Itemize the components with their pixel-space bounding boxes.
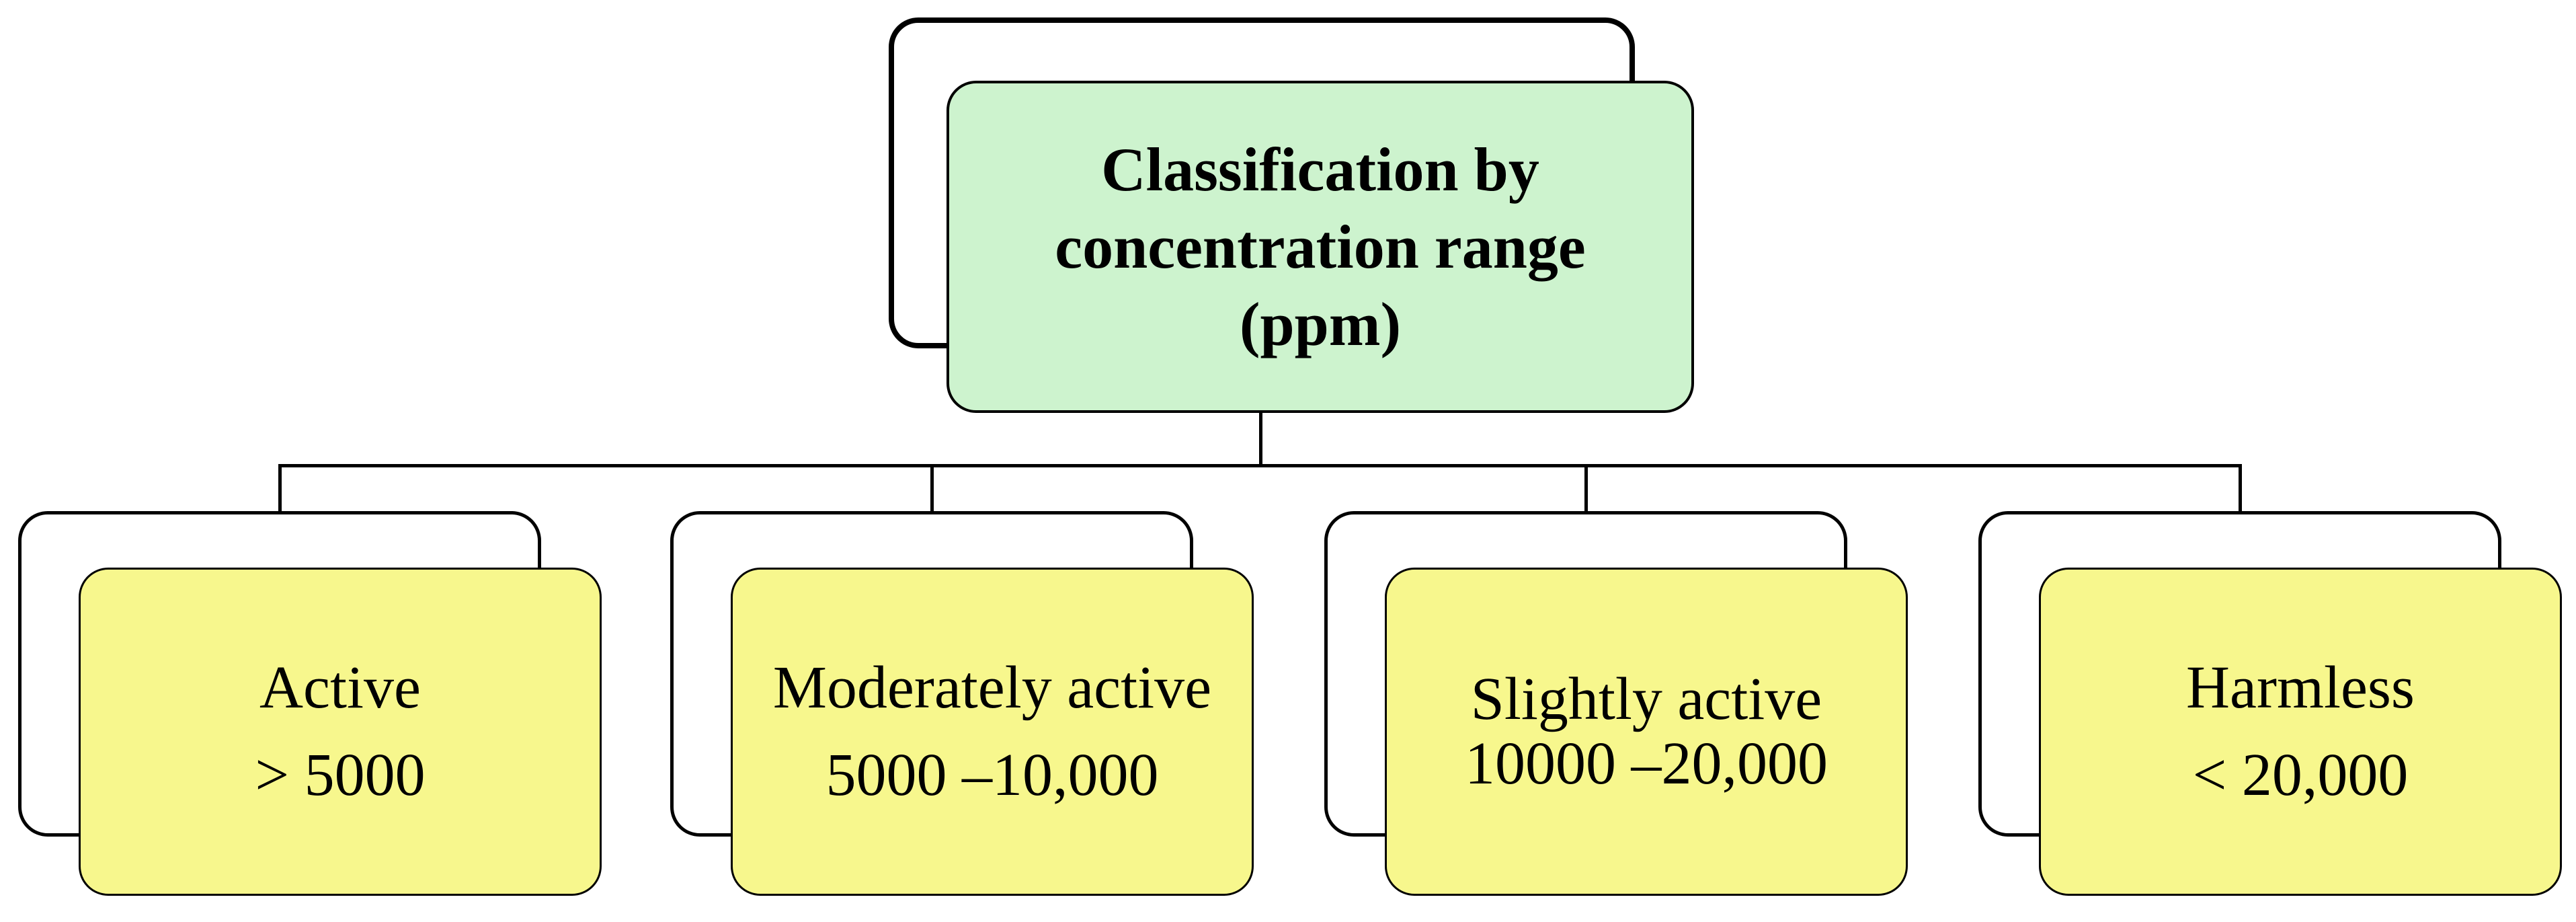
category-node-group-slightly-active: Slightly active 10000 –20,000 bbox=[1324, 511, 1910, 898]
category-node-group-moderately-active: Moderately active 5000 –10,000 bbox=[670, 511, 1256, 898]
connector-stub-slightly-active bbox=[1584, 464, 1588, 512]
root-title-line-2: concentration range bbox=[1055, 212, 1586, 281]
root-title-line-1: Classification by bbox=[1101, 135, 1539, 204]
moderately-active-range: 5000 –10,000 bbox=[826, 742, 1159, 808]
root-title-line-3: (ppm) bbox=[1239, 289, 1402, 358]
connector-stub-harmless bbox=[2239, 464, 2242, 512]
root-node-group: Classification by concentration range (p… bbox=[889, 17, 1695, 416]
connector-stub-active bbox=[278, 464, 282, 512]
harmless-range: < 20,000 bbox=[2192, 742, 2409, 808]
moderately-active-node: Moderately active 5000 –10,000 bbox=[731, 568, 1254, 896]
active-node: Active > 5000 bbox=[79, 568, 602, 896]
harmless-label: Harmless bbox=[2186, 654, 2415, 721]
slightly-active-node: Slightly active 10000 –20,000 bbox=[1385, 568, 1908, 896]
active-range: > 5000 bbox=[255, 742, 426, 808]
connector-root-stem bbox=[1259, 412, 1262, 467]
active-label: Active bbox=[259, 654, 421, 721]
harmless-node: Harmless < 20,000 bbox=[2039, 568, 2562, 896]
moderately-active-label: Moderately active bbox=[772, 654, 1212, 721]
root-node: Classification by concentration range (p… bbox=[947, 81, 1694, 413]
slightly-active-label: Slightly active bbox=[1470, 665, 1822, 732]
connector-stub-moderately-active bbox=[930, 464, 934, 512]
connector-rail bbox=[278, 464, 2242, 467]
category-node-group-harmless: Harmless < 20,000 bbox=[1978, 511, 2565, 898]
slightly-active-range: 10000 –20,000 bbox=[1465, 730, 1828, 797]
category-node-group-active: Active > 5000 bbox=[18, 511, 604, 898]
